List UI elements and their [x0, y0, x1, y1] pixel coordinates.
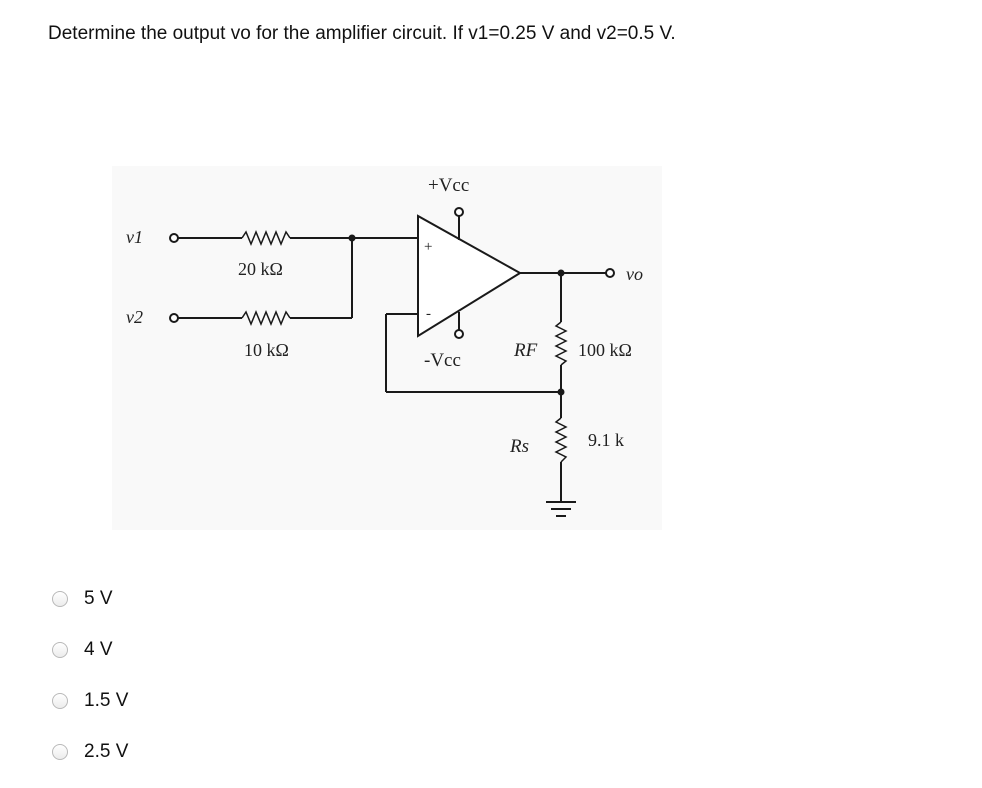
- question-text: Determine the output vo for the amplifie…: [48, 23, 676, 44]
- v2-terminal: [169, 313, 179, 323]
- v2-label: v2: [126, 307, 143, 327]
- vcc-pos-label: +Vcc: [428, 175, 469, 196]
- option-1-5v[interactable]: 1.5 V: [52, 686, 128, 716]
- opamp-plus-sign: +: [424, 239, 432, 255]
- r1-value-label: 20 kΩ: [238, 259, 283, 279]
- junction-dot-input: [348, 234, 356, 242]
- v1-terminal: [169, 233, 179, 243]
- r2-value-label: 10 kΩ: [244, 340, 289, 360]
- junction-dot-feedback: [557, 388, 565, 396]
- vcc-pos-terminal: [454, 207, 464, 217]
- radio-button[interactable]: [52, 642, 68, 658]
- option-5v[interactable]: 5 V: [52, 584, 113, 614]
- vcc-neg-label: -Vcc: [424, 350, 461, 371]
- radio-button[interactable]: [52, 744, 68, 760]
- rf-resistor: [554, 321, 568, 366]
- v1-label: v1: [126, 227, 143, 247]
- rs-label: Rs: [509, 436, 529, 457]
- vo-terminal: [605, 268, 615, 278]
- rs-value-label: 9.1 k: [588, 430, 624, 450]
- option-label: 5 V: [84, 588, 113, 609]
- option-label: 2.5 V: [84, 741, 129, 762]
- r2-resistor: [241, 310, 291, 326]
- opamp-symbol: [417, 214, 522, 338]
- rf-label: RF: [513, 340, 538, 361]
- junction-dot-output: [557, 269, 565, 277]
- r1-resistor: [241, 230, 291, 246]
- option-2-5v[interactable]: 2.5 V: [52, 737, 128, 767]
- opamp-minus-sign: -: [426, 306, 431, 322]
- radio-button[interactable]: [52, 693, 68, 709]
- radio-button[interactable]: [52, 591, 68, 607]
- vo-label: vo: [626, 264, 643, 284]
- rs-resistor: [554, 417, 568, 463]
- vcc-neg-terminal: [454, 329, 464, 339]
- figure-background: [112, 166, 662, 530]
- option-label: 1.5 V: [84, 690, 129, 711]
- option-4v[interactable]: 4 V: [52, 635, 113, 665]
- option-label: 4 V: [84, 639, 113, 660]
- rf-value-label: 100 kΩ: [578, 340, 632, 360]
